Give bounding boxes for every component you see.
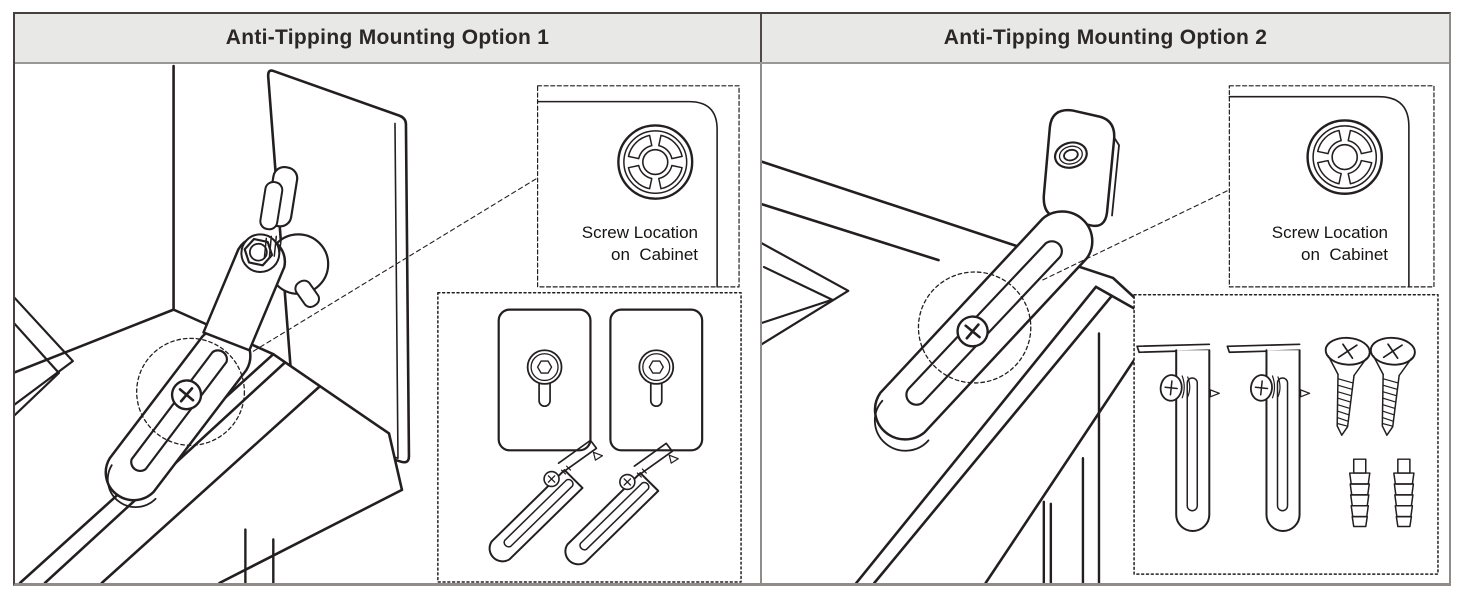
bracket-tab (1042, 108, 1116, 228)
bracket-slot (130, 349, 228, 472)
option2-header: Anti-Tipping Mounting Option 2 (762, 14, 1449, 62)
tab-hole (1053, 141, 1088, 169)
screw-location-caption: Screw Location on Cabinet (582, 222, 698, 266)
anti-tip-bracket (104, 165, 330, 508)
screw-location-inset (1228, 85, 1435, 288)
callout-circle (917, 271, 1032, 384)
hardware-inset (437, 292, 742, 583)
caption-line-1: Screw Location (1271, 223, 1388, 242)
option2-illustration (762, 85, 1439, 583)
leader-line (1042, 189, 1230, 281)
anti-tipping-instruction-figure: Anti-Tipping Mounting Option 1 Anti-Tipp… (13, 12, 1451, 586)
hardware-inset (1133, 294, 1439, 575)
caption-line-1: Screw Location (581, 223, 698, 242)
option1-panel: Screw Location on Cabinet (15, 64, 762, 583)
mounting-screw (956, 315, 989, 348)
option2-title: Anti-Tipping Mounting Option 2 (943, 26, 1268, 49)
figure-content-row: Screw Location on Cabinet (15, 64, 1449, 583)
callout-circle (136, 337, 246, 446)
caption-line-2: on Cabinet (611, 245, 698, 264)
option1-header: Anti-Tipping Mounting Option 1 (15, 14, 762, 62)
anti-tip-bracket (873, 108, 1120, 452)
caption-line-2: on Cabinet (1301, 245, 1388, 264)
mounting-screw (170, 379, 203, 411)
screw-location-inset (536, 85, 740, 288)
bolt-and-nut (240, 233, 283, 273)
option1-title: Anti-Tipping Mounting Option 1 (225, 26, 550, 49)
screw-location-caption: Screw Location on Cabinet (1272, 222, 1388, 266)
leader-line (252, 177, 539, 352)
option1-illustration (15, 64, 742, 583)
figure-header-row: Anti-Tipping Mounting Option 1 Anti-Tipp… (15, 14, 1449, 64)
option2-panel: Screw Location on Cabinet (762, 64, 1449, 583)
